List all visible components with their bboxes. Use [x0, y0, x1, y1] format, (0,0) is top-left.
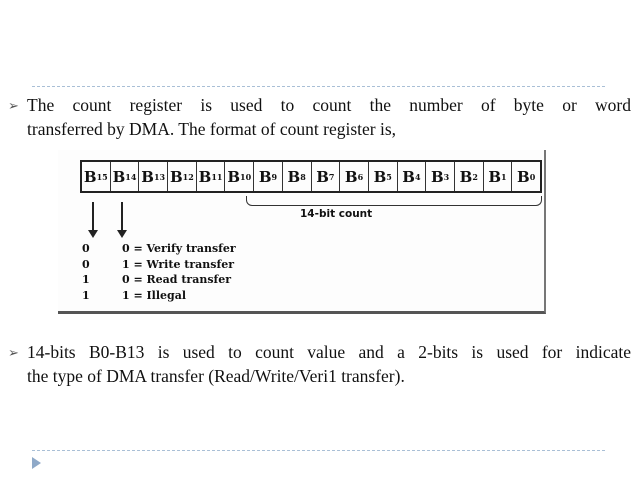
bit-index: 13: [153, 171, 166, 182]
bit-letter: B: [373, 167, 387, 186]
legend-b15-value: 0: [82, 242, 90, 255]
b15-arrow-icon: [88, 202, 98, 238]
bit-letter: B: [402, 167, 415, 186]
bit-letter: B: [430, 167, 444, 186]
paragraph1-line2: transferred by DMA. The format of count …: [27, 119, 397, 139]
bit-letter: B: [227, 167, 241, 186]
legend-b15-value: 0: [82, 257, 90, 271]
paragraph2-line1: 14-bits B0-B13 is used to count value an…: [27, 342, 631, 362]
slide-marker-triangle-icon: [32, 457, 41, 469]
legend-row: 1 1 = Illegal: [82, 288, 236, 304]
bit-index: 15: [96, 171, 108, 182]
bit-letter: B: [488, 167, 502, 186]
bit-letter: B: [344, 167, 358, 186]
paragraph-bit-usage: 14-bits B0-B13 is used to count value an…: [27, 340, 631, 388]
bit-index: 3: [443, 171, 450, 182]
bit-letter: B: [169, 167, 183, 186]
bit-index: 12: [182, 171, 194, 182]
legend-row: 0 0 = Verify transfer: [82, 241, 236, 257]
paragraph1-line1: The count register is used to count the …: [27, 95, 631, 115]
bit-index: 11: [211, 171, 223, 182]
bit-index: 9: [271, 171, 278, 182]
bit-letter: B: [459, 167, 473, 186]
bit-index: 1: [501, 171, 507, 182]
bit-index: 2: [472, 171, 478, 182]
bit-letter: B: [517, 167, 530, 186]
bit-index: 4: [414, 171, 421, 182]
bit-letter: B: [83, 167, 97, 186]
legend-b15-value: 1: [82, 288, 90, 302]
legend-row: 1 0 = Read transfer: [82, 272, 236, 288]
paragraph-count-register: The count register is used to count the …: [27, 93, 631, 141]
legend-b14-meaning: 1 = Illegal: [122, 288, 187, 302]
legend-b15-value: 1: [82, 273, 90, 286]
count-label: 14-bit count: [300, 208, 373, 220]
b14-arrow-icon: [117, 202, 127, 238]
legend-b14-meaning: 1 = Write transfer: [122, 257, 234, 271]
bit-index: 10: [240, 171, 252, 182]
bit-letter: B: [287, 167, 301, 186]
count-brace: [246, 196, 542, 206]
bit-letter: B: [112, 167, 126, 186]
legend-row: 0 1 = Write transfer: [82, 257, 236, 273]
bit-index: 5: [386, 171, 392, 182]
bit-letter: B: [198, 167, 212, 186]
bit-index: 0: [529, 171, 536, 182]
bottom-divider: [32, 450, 605, 451]
bit-index: 6: [357, 171, 364, 182]
legend-b14-meaning: 0 = Read transfer: [122, 273, 232, 286]
top-divider: [32, 86, 605, 87]
bit-letter: B: [258, 167, 272, 186]
bit-letter: B: [316, 167, 329, 186]
bit-index: 14: [125, 171, 137, 182]
bit-index: 7: [328, 171, 335, 182]
bullet-arrow-icon: ➢: [8, 345, 19, 360]
paragraph2-line2: the type of DMA transfer (Read/Write/Ver…: [27, 366, 405, 386]
bullet-arrow-icon: ➢: [8, 98, 19, 113]
bit-letter: B: [141, 167, 154, 186]
legend-b14-meaning: 0 = Verify transfer: [122, 242, 236, 255]
bit-index: 8: [300, 171, 306, 182]
